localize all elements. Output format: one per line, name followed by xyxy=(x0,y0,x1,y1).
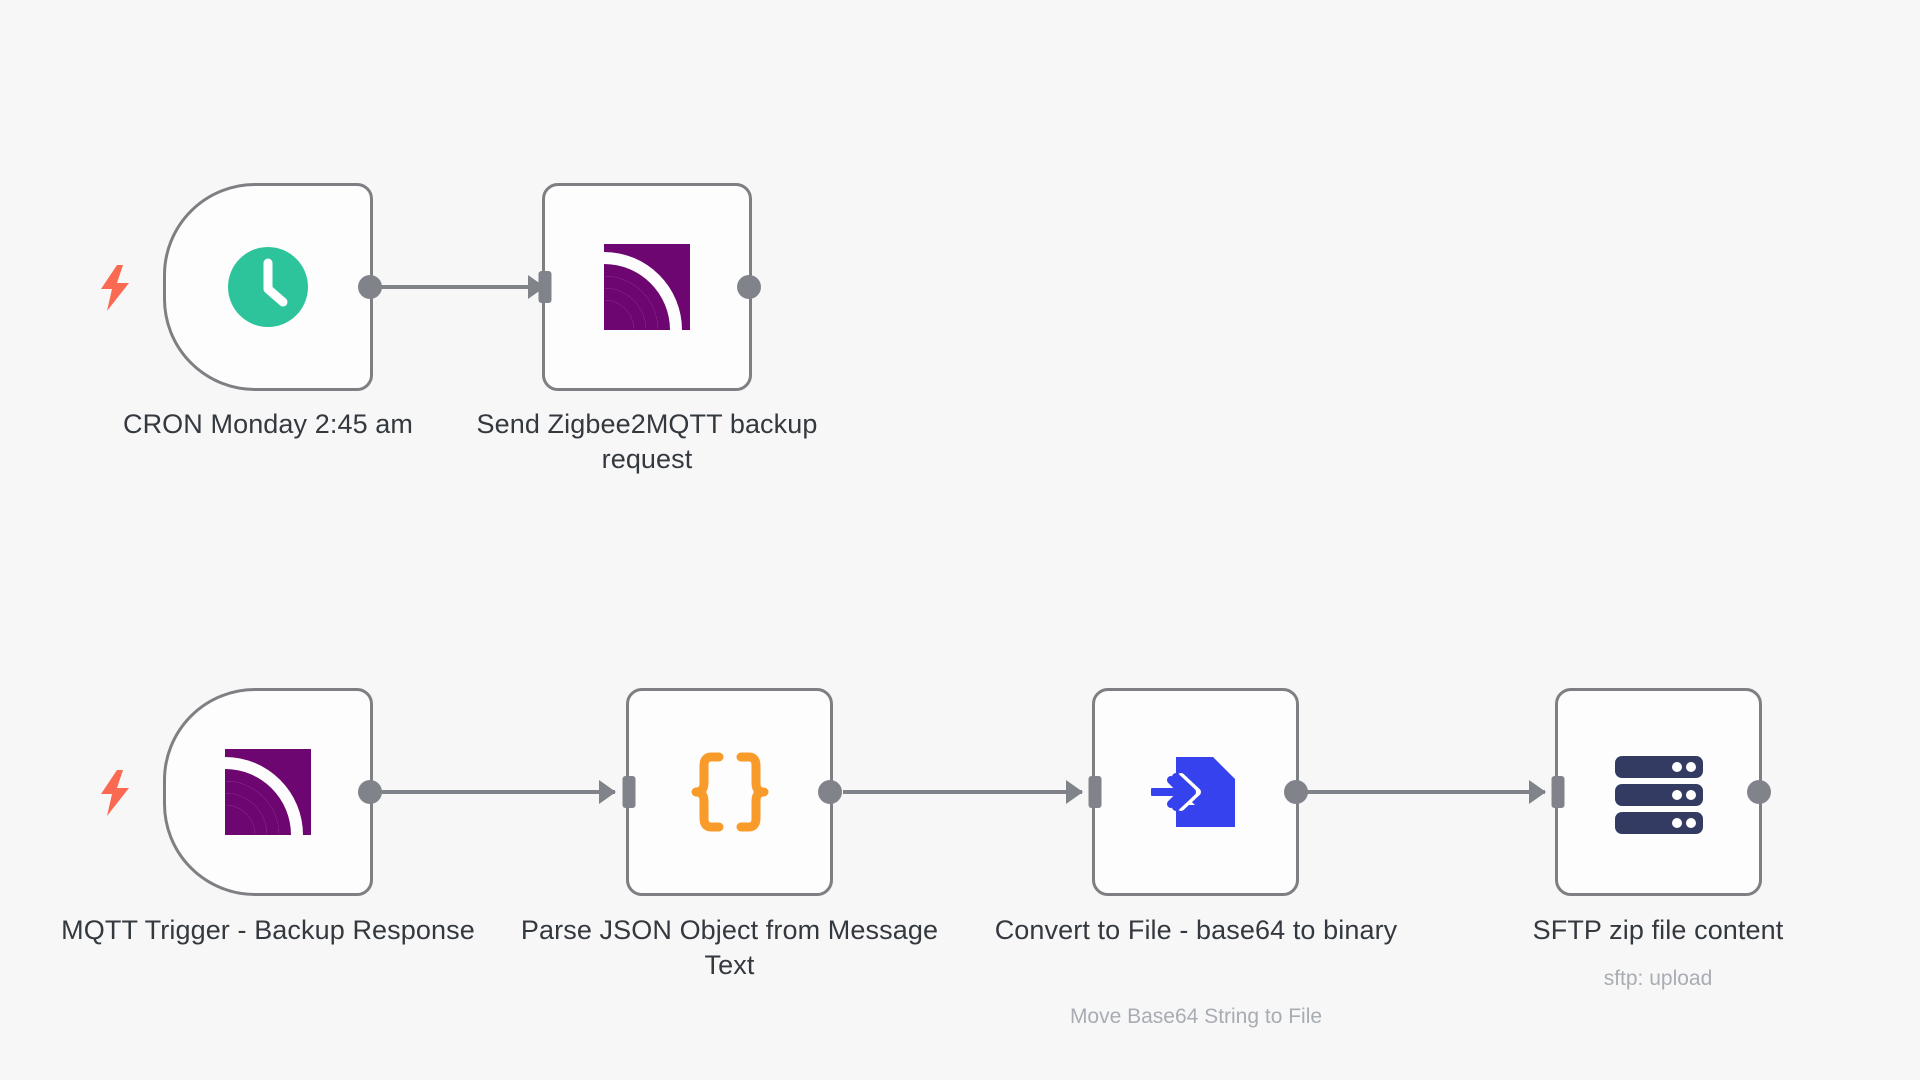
mqtt-signal-icon xyxy=(602,242,692,332)
label-mqtt-trigger: MQTT Trigger - Backup Response xyxy=(61,915,475,945)
lightning-bolt-icon xyxy=(98,770,132,816)
node-cron-trigger[interactable] xyxy=(163,183,382,391)
label-send-backup-request: Send Zigbee2MQTT backup request xyxy=(476,409,818,474)
output-port-send-backup[interactable] xyxy=(737,275,761,299)
output-port-sftp-upload[interactable] xyxy=(1747,780,1771,804)
connector-parse-to-convert[interactable] xyxy=(843,790,1082,794)
output-port-convert-to-file[interactable] xyxy=(1284,780,1308,804)
mqtt-signal-icon xyxy=(223,747,313,837)
node-sftp-upload[interactable] xyxy=(1551,688,1771,896)
input-port-parse-json[interactable] xyxy=(622,776,636,808)
node-convert-to-file[interactable] xyxy=(1088,688,1308,896)
lightning-bolt-icon xyxy=(98,265,132,311)
clock-icon xyxy=(226,245,310,329)
node-mqtt-trigger[interactable] xyxy=(163,688,382,896)
output-port-parse-json[interactable] xyxy=(818,780,842,804)
server-stack-icon xyxy=(1613,746,1705,838)
sublabel-sftp-upload: sftp: upload xyxy=(1603,967,1713,990)
input-port-send-backup[interactable] xyxy=(538,271,552,303)
connector-convert-to-sftp[interactable] xyxy=(1306,790,1545,794)
label-convert-to-file: Convert to File - base64 to binary xyxy=(994,915,1398,945)
connector-mqtt-to-parse[interactable] xyxy=(372,790,615,794)
node-send-backup-request[interactable] xyxy=(538,183,761,391)
label-sftp-upload: SFTP zip file content xyxy=(1532,915,1784,945)
input-port-sftp-upload[interactable] xyxy=(1551,776,1565,808)
connector-cron-to-send[interactable] xyxy=(372,285,544,289)
node-parse-json[interactable] xyxy=(622,688,842,896)
output-port-mqtt-trigger[interactable] xyxy=(358,780,382,804)
input-port-convert-to-file[interactable] xyxy=(1088,776,1102,808)
json-braces-icon xyxy=(687,749,773,835)
file-import-icon xyxy=(1148,747,1241,837)
sublabel-convert-to-file: Move Base64 String to File xyxy=(1069,1005,1323,1028)
output-port-cron[interactable] xyxy=(358,275,382,299)
label-cron-trigger: CRON Monday 2:45 am xyxy=(122,409,413,439)
label-parse-json: Parse JSON Object from Message Text xyxy=(520,915,939,980)
